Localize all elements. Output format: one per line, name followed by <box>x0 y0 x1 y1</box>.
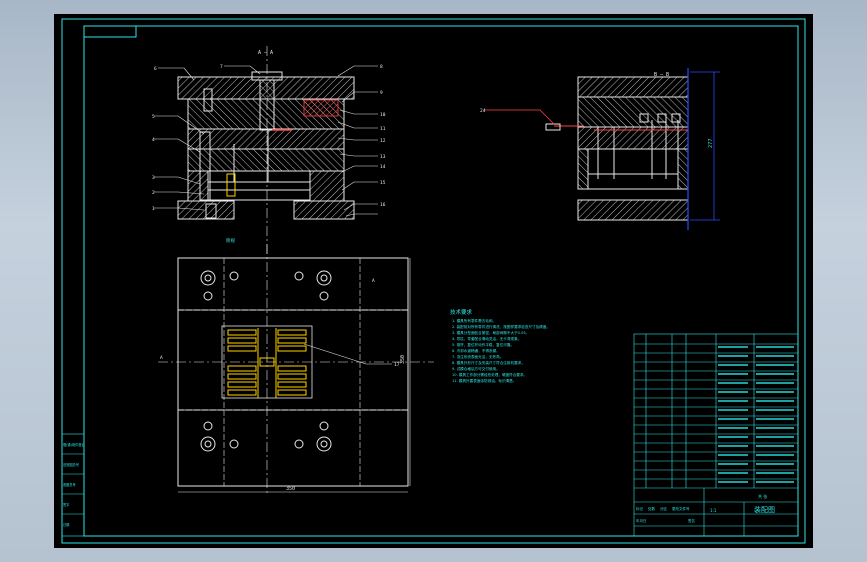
callout-24: 24 <box>480 108 486 114</box>
tech-note-line: 3. 模具分型面贴合紧密，局部间隙不大于0.05。 <box>452 330 529 335</box>
tech-note-line: 10. 模具工作部分需经热处理，硬度符合要求。 <box>452 372 527 377</box>
callout-10: 10 <box>380 112 386 118</box>
tech-note-line: 9. 试模合格后方可交付使用。 <box>452 366 500 371</box>
tech-note-line: 5. 推杆、复位杆动作平稳，复位可靠。 <box>452 342 514 347</box>
revision-row: 旧底图总号 <box>63 462 79 467</box>
section-label-side: B — B <box>654 72 669 78</box>
view-label: 俯视 <box>226 237 235 244</box>
tech-notes-title: 技术要求 <box>450 308 473 316</box>
tech-note-line: 7. 浇注系统表面光洁，无死角。 <box>452 354 503 359</box>
tb-cell: 更改文件号 <box>672 506 690 511</box>
callout-11: 11 <box>380 126 386 132</box>
drawing-sheet[interactable]: A — A <box>54 14 813 548</box>
tb-cell: 年月日 <box>636 518 647 523</box>
callout-14: 14 <box>380 164 386 170</box>
dim-side-height: 277 <box>708 138 714 148</box>
tb-cell: 签名 <box>688 518 695 523</box>
tech-note-line: 11. 模具外露表面涂防锈油，标识清楚。 <box>452 378 516 383</box>
revision-row: 借(通)用件登记 <box>63 442 85 447</box>
bom-cells <box>718 346 794 483</box>
callout-17: 17 <box>394 362 400 368</box>
callout-15: 15 <box>380 180 386 186</box>
corner-box <box>83 25 137 38</box>
plan-label-a2: A <box>372 278 375 284</box>
inner-frame <box>83 25 799 537</box>
tech-note-line: 6. 冷却水道畅通，不得渗漏。 <box>452 348 500 353</box>
callout-16: 16 <box>380 202 386 208</box>
drawing-name: 装配图 <box>754 505 775 514</box>
revision-row: 日期 <box>63 522 69 527</box>
tech-note-line: 1. 模具所有零件需去毛刺。 <box>452 318 496 323</box>
tech-note-line: 4. 导柱、导套配合滑动灵活，无卡滞现象。 <box>452 336 521 341</box>
callout-1: 1 <box>152 206 155 212</box>
callout-4: 4 <box>152 137 155 143</box>
revision-row: 签字 <box>63 502 69 507</box>
section-view-side: 24 277 B — B <box>480 68 720 230</box>
dim-plan-height: 350 <box>400 355 406 364</box>
dim-plan-width: 350 <box>286 486 295 492</box>
callout-3: 3 <box>152 175 155 181</box>
tb-cell: 分区 <box>660 506 668 511</box>
section-label-main: A — A <box>258 50 273 56</box>
drawing-scale: 1:1 <box>710 508 717 513</box>
tb-cell: 标记 <box>636 506 644 511</box>
technical-notes: 技术要求 1. 模具所有零件需去毛刺。 2. 装配前对所有零件进行清洗，按图样要… <box>450 308 550 383</box>
revision-row: 底图总号 <box>63 482 76 487</box>
tb-cell: 处数 <box>648 506 656 511</box>
section-view-main: A — A <box>152 46 386 254</box>
revision-block <box>61 433 85 537</box>
bom-table <box>633 333 799 537</box>
assembly-drawing: A — A <box>61 18 806 544</box>
callout-6: 6 <box>154 66 157 72</box>
plan-label-a: A <box>160 355 163 361</box>
tech-note-line: 2. 装配前对所有零件进行清洗，按图样要求检查尺寸及精度。 <box>452 324 550 329</box>
outer-frame <box>61 18 806 544</box>
sheet-count: 共 张 <box>758 493 767 499</box>
callout-7: 7 <box>220 64 223 70</box>
callout-5: 5 <box>152 114 155 120</box>
tech-note-line: 8. 模具外形尺寸及安装尺寸符合注射机要求。 <box>452 360 525 365</box>
callout-13: 13 <box>380 154 386 160</box>
callout-12: 12 <box>380 138 386 144</box>
plan-view: 17 A A 350 350 <box>158 244 434 494</box>
callout-9: 9 <box>380 90 383 96</box>
callout-8: 8 <box>380 64 383 70</box>
callout-2: 2 <box>152 190 155 196</box>
